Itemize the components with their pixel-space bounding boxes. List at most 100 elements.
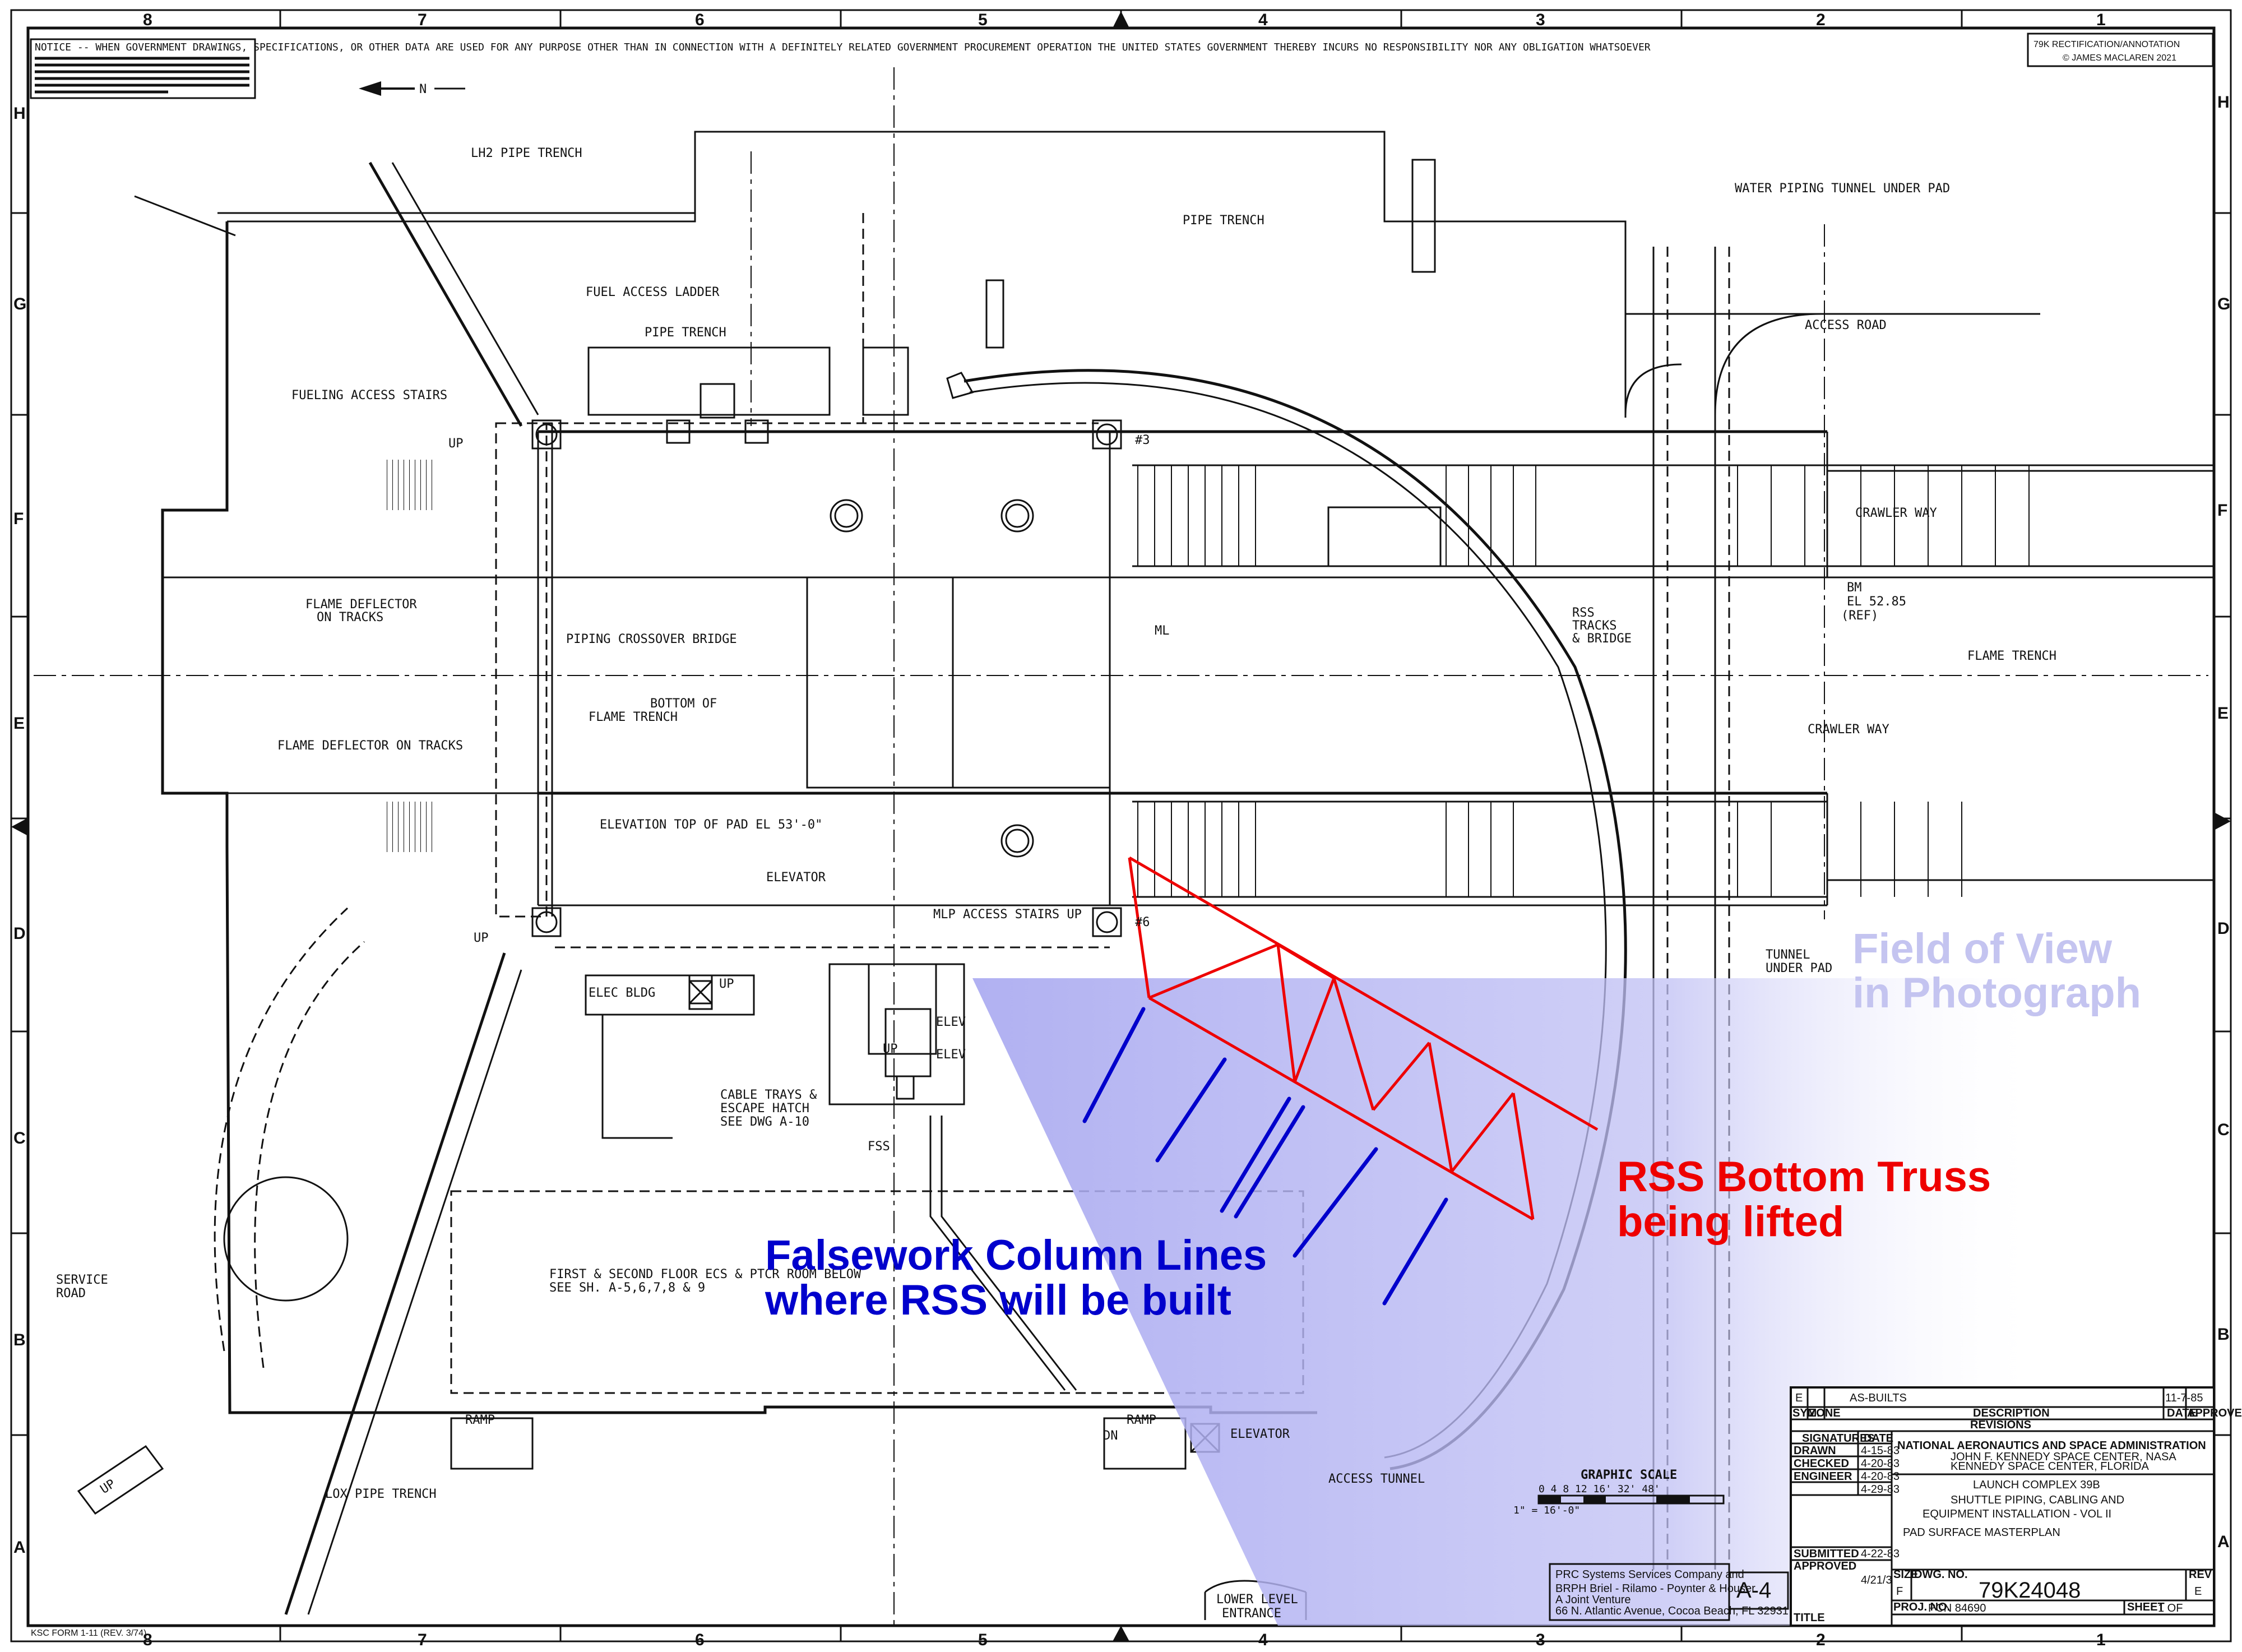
notice-text: NOTICE -- WHEN GOVERNMENT DRAWINGS, SPEC… (35, 41, 1651, 53)
label-tunnel-under-1: TUNNEL (1766, 948, 1810, 962)
rev-label: REV (2189, 1568, 2212, 1581)
credit-line-2: © JAMES MACLAREN 2021 (2063, 53, 2176, 63)
label-rss-tracks-1: RSS (1572, 606, 1595, 620)
label-marker-3: #3 (1135, 433, 1150, 447)
col-label-7: 7 (418, 11, 427, 29)
label-piping-crossover: PIPING CROSSOVER BRIDGE (566, 632, 737, 646)
sheet-label: SHEET (2127, 1601, 2165, 1613)
col-label-6-bottom: 6 (695, 1631, 705, 1649)
label-fss: FSS (868, 1140, 890, 1154)
date-label: DATE (1864, 1432, 1893, 1445)
label-mlp-stairs: MLP ACCESS STAIRS UP (933, 908, 1082, 922)
label-up-arrow: UP (98, 1477, 118, 1497)
label-marker-6: #6 (1135, 915, 1150, 929)
label-crawler-way-1: CRAWLER WAY (1855, 506, 1937, 520)
notice-block: NOTICE -- WHEN GOVERNMENT DRAWINGS, SPEC… (30, 38, 1651, 99)
label-lower-level-1: LOWER LEVEL (1216, 1593, 1298, 1607)
row-label-c: C (13, 1129, 26, 1147)
row-label-f: F (13, 510, 24, 528)
label-ml: ML (1155, 624, 1170, 638)
row-label-h: H (13, 104, 26, 123)
label-bm-2: EL 52.85 (1847, 595, 1906, 609)
col-label-7-bottom: 7 (418, 1631, 427, 1649)
sheet-ref: A-4 (1736, 1578, 1771, 1603)
project-name: LAUNCH COMPLEX 39B (1973, 1479, 2100, 1491)
engineer-date: 4-20-83 (1861, 1470, 1900, 1483)
col-label-2-bottom: 2 (1816, 1631, 1826, 1649)
proj-no-value: PCN 84690 (1928, 1602, 1986, 1614)
label-ecs-2: SEE SH. A-5,6,7,8 & 9 (549, 1281, 705, 1295)
falsework-caption-line-1: Falsework Column Lines (765, 1232, 1267, 1279)
row-label-g: G (13, 295, 26, 313)
drawn-label: DRAWN (1794, 1445, 1836, 1457)
label-service-road-1: SERVICE (56, 1273, 108, 1287)
row-label-d: D (13, 924, 26, 943)
extra-date: 4-29-83 (1861, 1483, 1900, 1496)
col-label-8: 8 (143, 11, 152, 29)
submitted-label: SUBMITTED (1794, 1548, 1859, 1560)
revision-date: 11-7-85 (2165, 1392, 2203, 1404)
row-label-a: A (13, 1538, 26, 1557)
checked-label: CHECKED (1794, 1457, 1849, 1470)
engineer-label: ENGINEER (1794, 1470, 1852, 1483)
label-service-road-2: ROAD (56, 1287, 86, 1301)
row-label-h-right: H (2217, 93, 2230, 112)
graphic-scale: GRAPHIC SCALE 0 4 8 12 16' 32' 48' 1" = … (1513, 1468, 1725, 1516)
field-of-view-region (972, 978, 2046, 1626)
label-cable-trays-2: ESCAPE HATCH (720, 1102, 809, 1116)
label-fueling-stairs: FUELING ACCESS STAIRS (291, 388, 447, 402)
label-up-1: UP (448, 437, 464, 451)
row-label-b-right: B (2217, 1325, 2230, 1344)
label-elevator-2: ELEVATOR (1230, 1427, 1290, 1441)
contractor-line-2: BRPH Briel - Rilamo - Poynter & Houser (1555, 1582, 1755, 1595)
row-label-b: B (13, 1331, 26, 1349)
center-location: KENNEDY SPACE CENTER, FLORIDA (1951, 1460, 2149, 1473)
label-pipe-trench-top: PIPE TRENCH (1183, 214, 1264, 228)
label-elec-bldg: ELEC BLDG (589, 986, 655, 1000)
row-label-c-right: C (2217, 1121, 2230, 1139)
falsework-caption-line-2: where RSS will be built (765, 1276, 1231, 1324)
col-label-5: 5 (978, 11, 988, 29)
hdr-sym: SYM. (1792, 1407, 1820, 1419)
row-label-f-right: F (2217, 501, 2227, 520)
label-elevation-top: ELEVATION TOP OF PAD EL 53'-0" (600, 818, 822, 832)
row-label-e: E (13, 714, 25, 733)
label-water-tunnel: WATER PIPING TUNNEL UNDER PAD (1735, 182, 1950, 196)
label-up-2: UP (474, 931, 489, 945)
label-rss-tracks-2: TRACKS (1572, 619, 1616, 633)
col-label-1: 1 (2096, 11, 2106, 29)
zone-ticks (11, 10, 2231, 1641)
label-tunnel-under-2: UNDER PAD (1766, 961, 1832, 975)
contractor-line-1: PRC Systems Services Company and (1555, 1568, 1744, 1581)
row-label-e-right: E (2217, 704, 2229, 723)
col-label-4: 4 (1258, 11, 1268, 29)
label-up-3: UP (719, 977, 734, 991)
label-pipe-trench-mid: PIPE TRENCH (645, 326, 726, 340)
title-label: TITLE (1794, 1612, 1825, 1624)
label-rss-tracks-3: & BRIDGE (1572, 632, 1632, 646)
truss-caption-line-1: RSS Bottom Truss (1617, 1153, 1991, 1201)
dwg-number: 79K24048 (1979, 1578, 2081, 1603)
size-value: F (1896, 1585, 1903, 1598)
rss-bottom-truss (1128, 856, 1599, 1221)
revision-desc: AS-BUILTS (1850, 1392, 1907, 1404)
checked-date: 4-20-83 (1861, 1457, 1900, 1470)
overlay-captions: Field of View in Photograph Falsework Co… (765, 925, 2141, 1324)
col-label-6: 6 (695, 11, 705, 29)
label-bm-3: (REF) (1841, 609, 1878, 623)
sheet-title: PAD SURFACE MASTERPLAN (1903, 1526, 2060, 1539)
proj-no-label: PROJ. NO. (1893, 1601, 1950, 1613)
desc-line-1: SHUTTLE PIPING, CABLING AND (1951, 1494, 2124, 1506)
dwg-no-label: DWG. NO. (1914, 1568, 1968, 1581)
hdr-approved: APPROVED (2187, 1407, 2242, 1419)
row-label-d-right: D (2217, 919, 2230, 938)
col-label-3-bottom: 3 (1536, 1631, 1545, 1649)
submitted-date: 4-22-83 (1861, 1548, 1900, 1560)
label-cable-trays-3: SEE DWG A-10 (720, 1115, 809, 1129)
label-elev-a: ELEV (936, 1015, 966, 1029)
center-name: JOHN F. KENNEDY SPACE CENTER, NASA (1951, 1451, 2176, 1463)
signatures-label: SIGNATURES (1802, 1432, 1875, 1445)
graphic-scale-ratio: 1" = 16'-0" (1513, 1505, 1580, 1516)
label-access-road: ACCESS ROAD (1805, 318, 1887, 332)
